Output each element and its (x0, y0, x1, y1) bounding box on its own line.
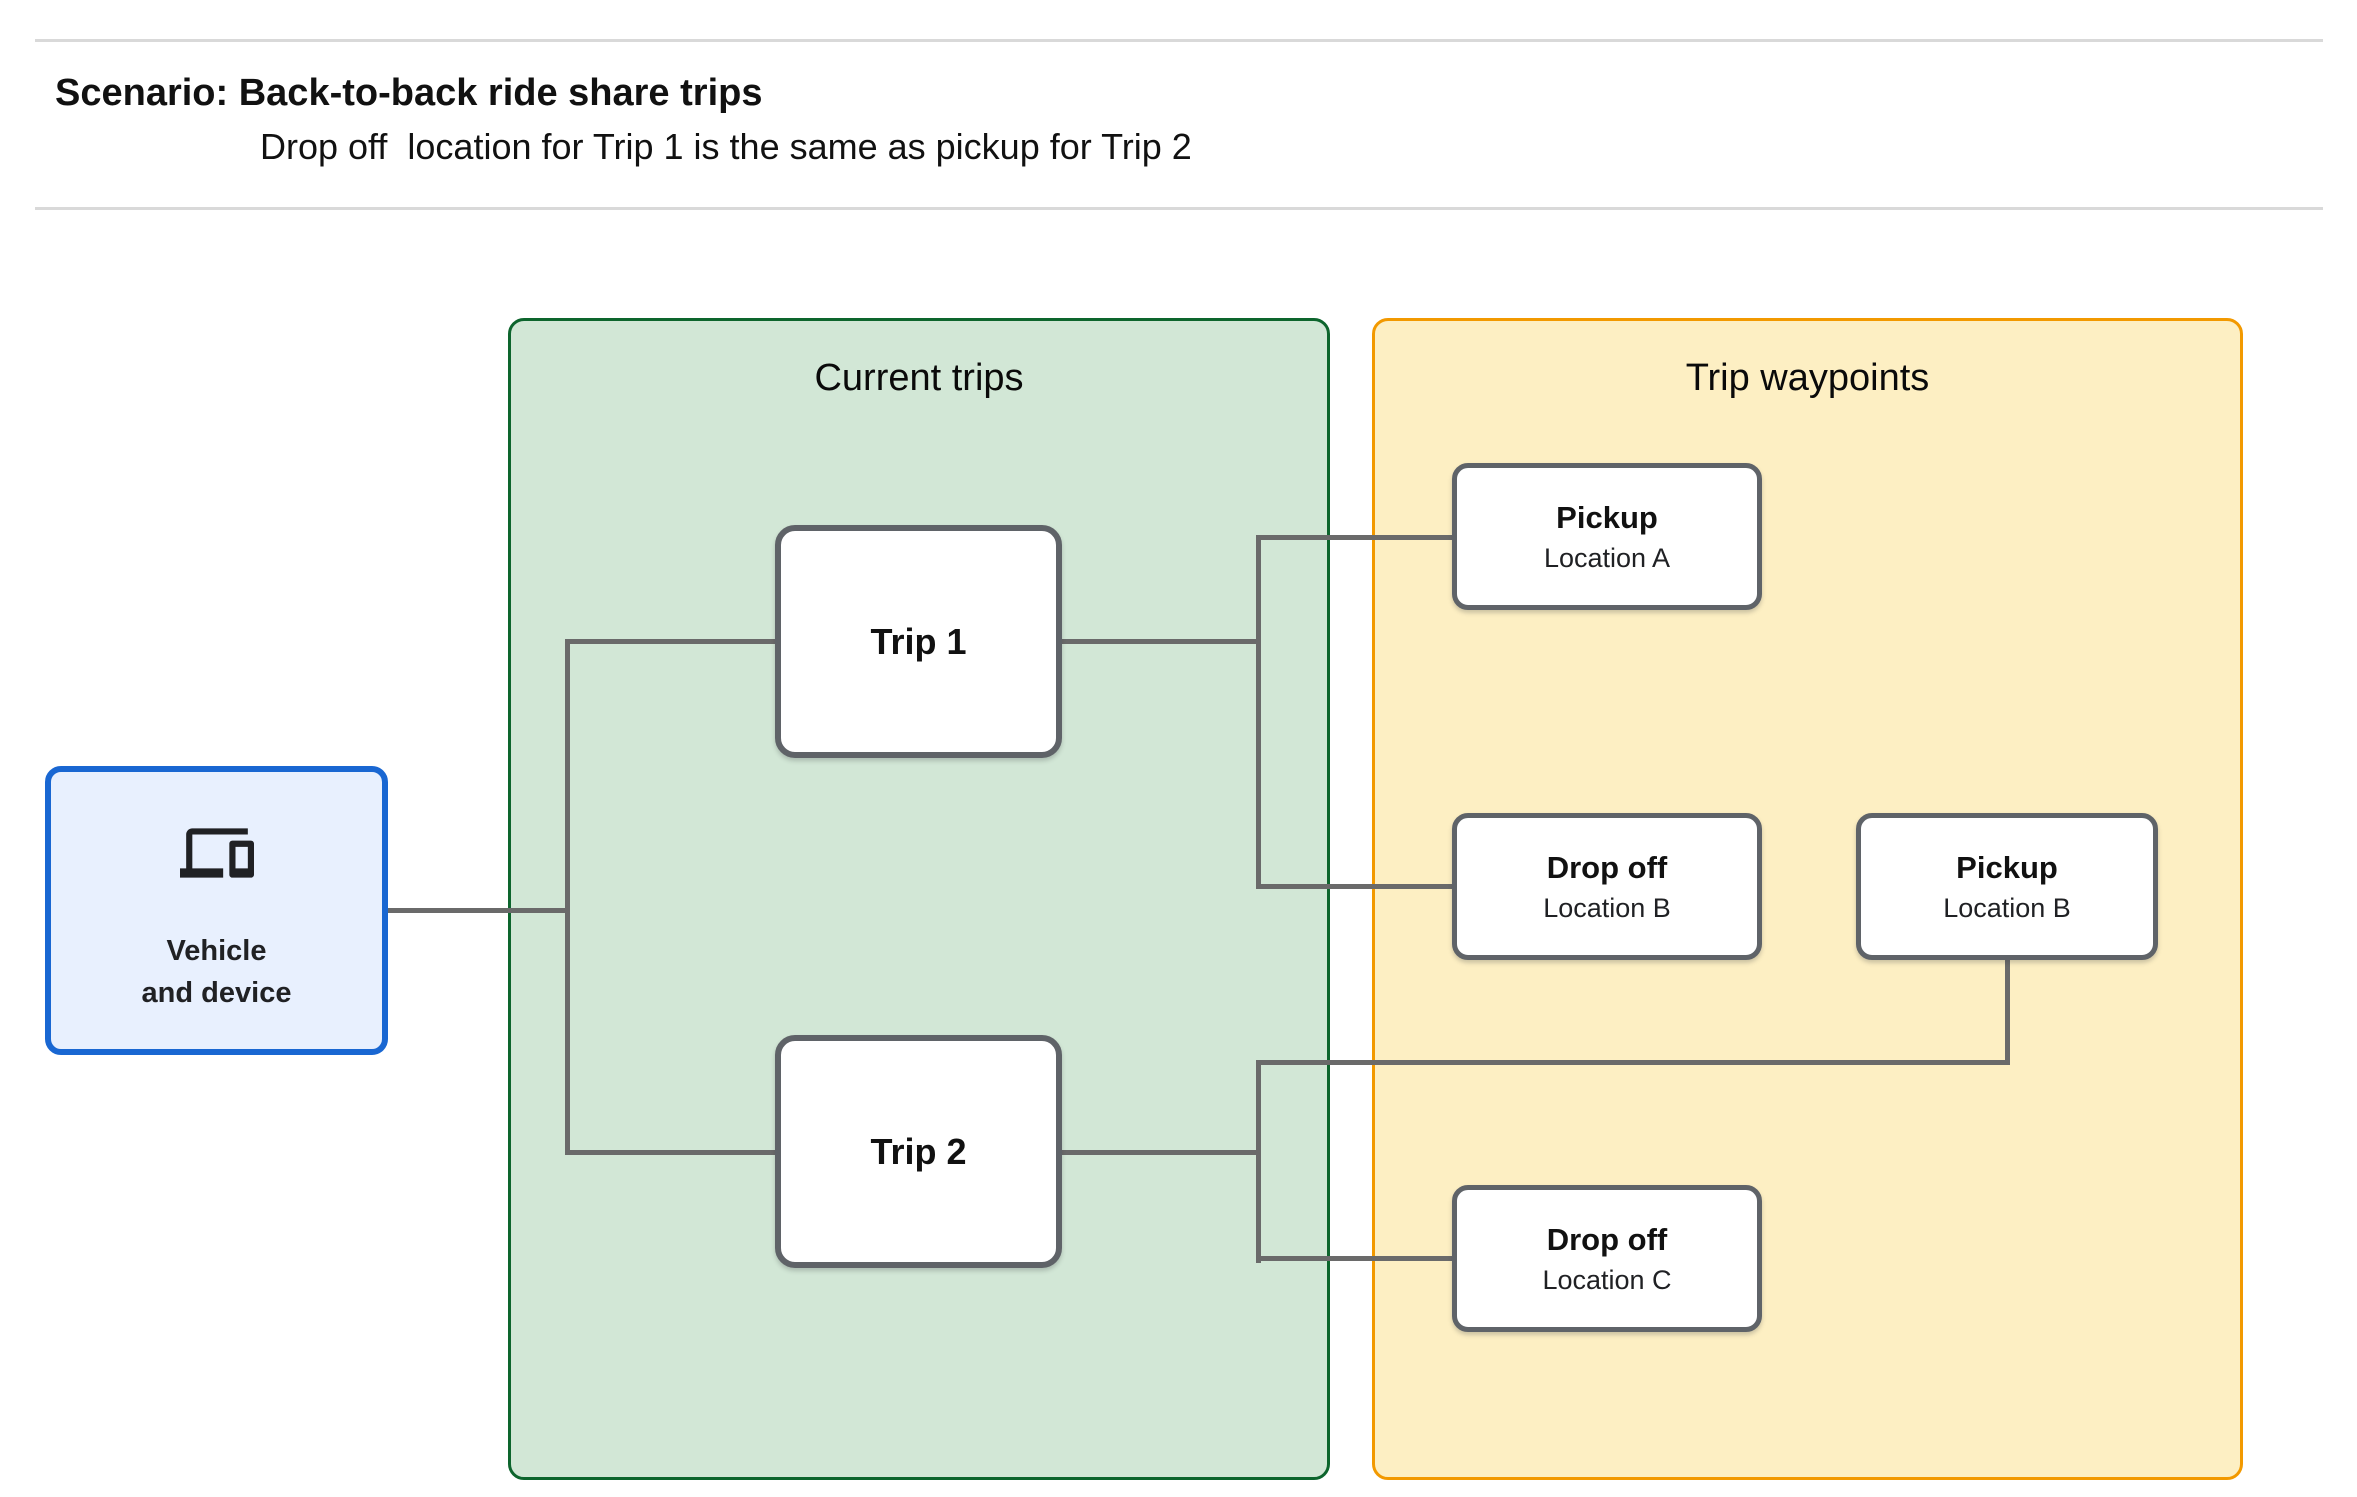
waypoint-subtitle: Location C (1542, 1264, 1672, 1295)
waypoint-title: Drop off (1546, 1221, 1668, 1257)
connector-vehicle-to-split (388, 908, 568, 913)
page-subtitle: Drop off location for Trip 1 is the same… (260, 126, 1192, 167)
waypoint-title: Pickup (1556, 499, 1658, 535)
top-separator (35, 39, 2323, 42)
connector-trip1-to-pickup-a (1256, 535, 1456, 540)
connector-split-vertical (565, 639, 570, 1155)
waypoint-pickup-location-b: Pickup Location B (1856, 813, 2158, 960)
devices-icon (179, 828, 254, 878)
waypoint-title: Drop off (1546, 849, 1668, 885)
connector-trip1-to-dropoff-b (1256, 884, 1456, 889)
vehicle-label: Vehicle and device (51, 930, 382, 1014)
waypoint-subtitle: Location B (1543, 892, 1671, 923)
vehicle-label-line1: Vehicle (166, 935, 267, 967)
trip-1-label: Trip 1 (870, 620, 967, 662)
page-title: Scenario: Back-to-back ride share trips (55, 72, 763, 114)
waypoint-dropoff-location-c: Drop off Location C (1452, 1185, 1762, 1332)
trip-2-node: Trip 2 (775, 1035, 1062, 1268)
waypoint-dropoff-location-b: Drop off Location B (1452, 813, 1762, 960)
trip-2-label: Trip 2 (870, 1130, 967, 1172)
connector-split-to-trip1 (565, 639, 775, 644)
vehicle-label-line2: and device (141, 977, 292, 1009)
waypoint-subtitle: Location B (1943, 892, 2071, 923)
connector-trip1-junction-vertical (1256, 535, 1261, 889)
waypoint-pickup-location-a: Pickup Location A (1452, 463, 1762, 610)
connector-split-to-trip2 (565, 1150, 775, 1155)
vehicle-and-device-node: Vehicle and device (45, 766, 388, 1055)
connector-trip1-right (1062, 639, 1261, 644)
waypoint-subtitle: Location A (1543, 542, 1671, 573)
connector-trip2-right (1062, 1150, 1261, 1155)
waypoint-title: Pickup (1956, 849, 2058, 885)
current-trips-title: Current trips (814, 357, 1024, 399)
connector-trip2-to-dropoff-c (1256, 1256, 1456, 1261)
connector-trip2-junction-vertical (1256, 1060, 1261, 1263)
connector-trip2-to-pickup-b (1256, 1060, 2010, 1065)
trip-waypoints-title: Trip waypoints (1685, 357, 1930, 399)
connector-pickup-b-stub (2005, 955, 2010, 1065)
trip-1-node: Trip 1 (775, 525, 1062, 758)
current-trips-panel: Current trips (508, 318, 1330, 1480)
header-separator (35, 207, 2323, 210)
